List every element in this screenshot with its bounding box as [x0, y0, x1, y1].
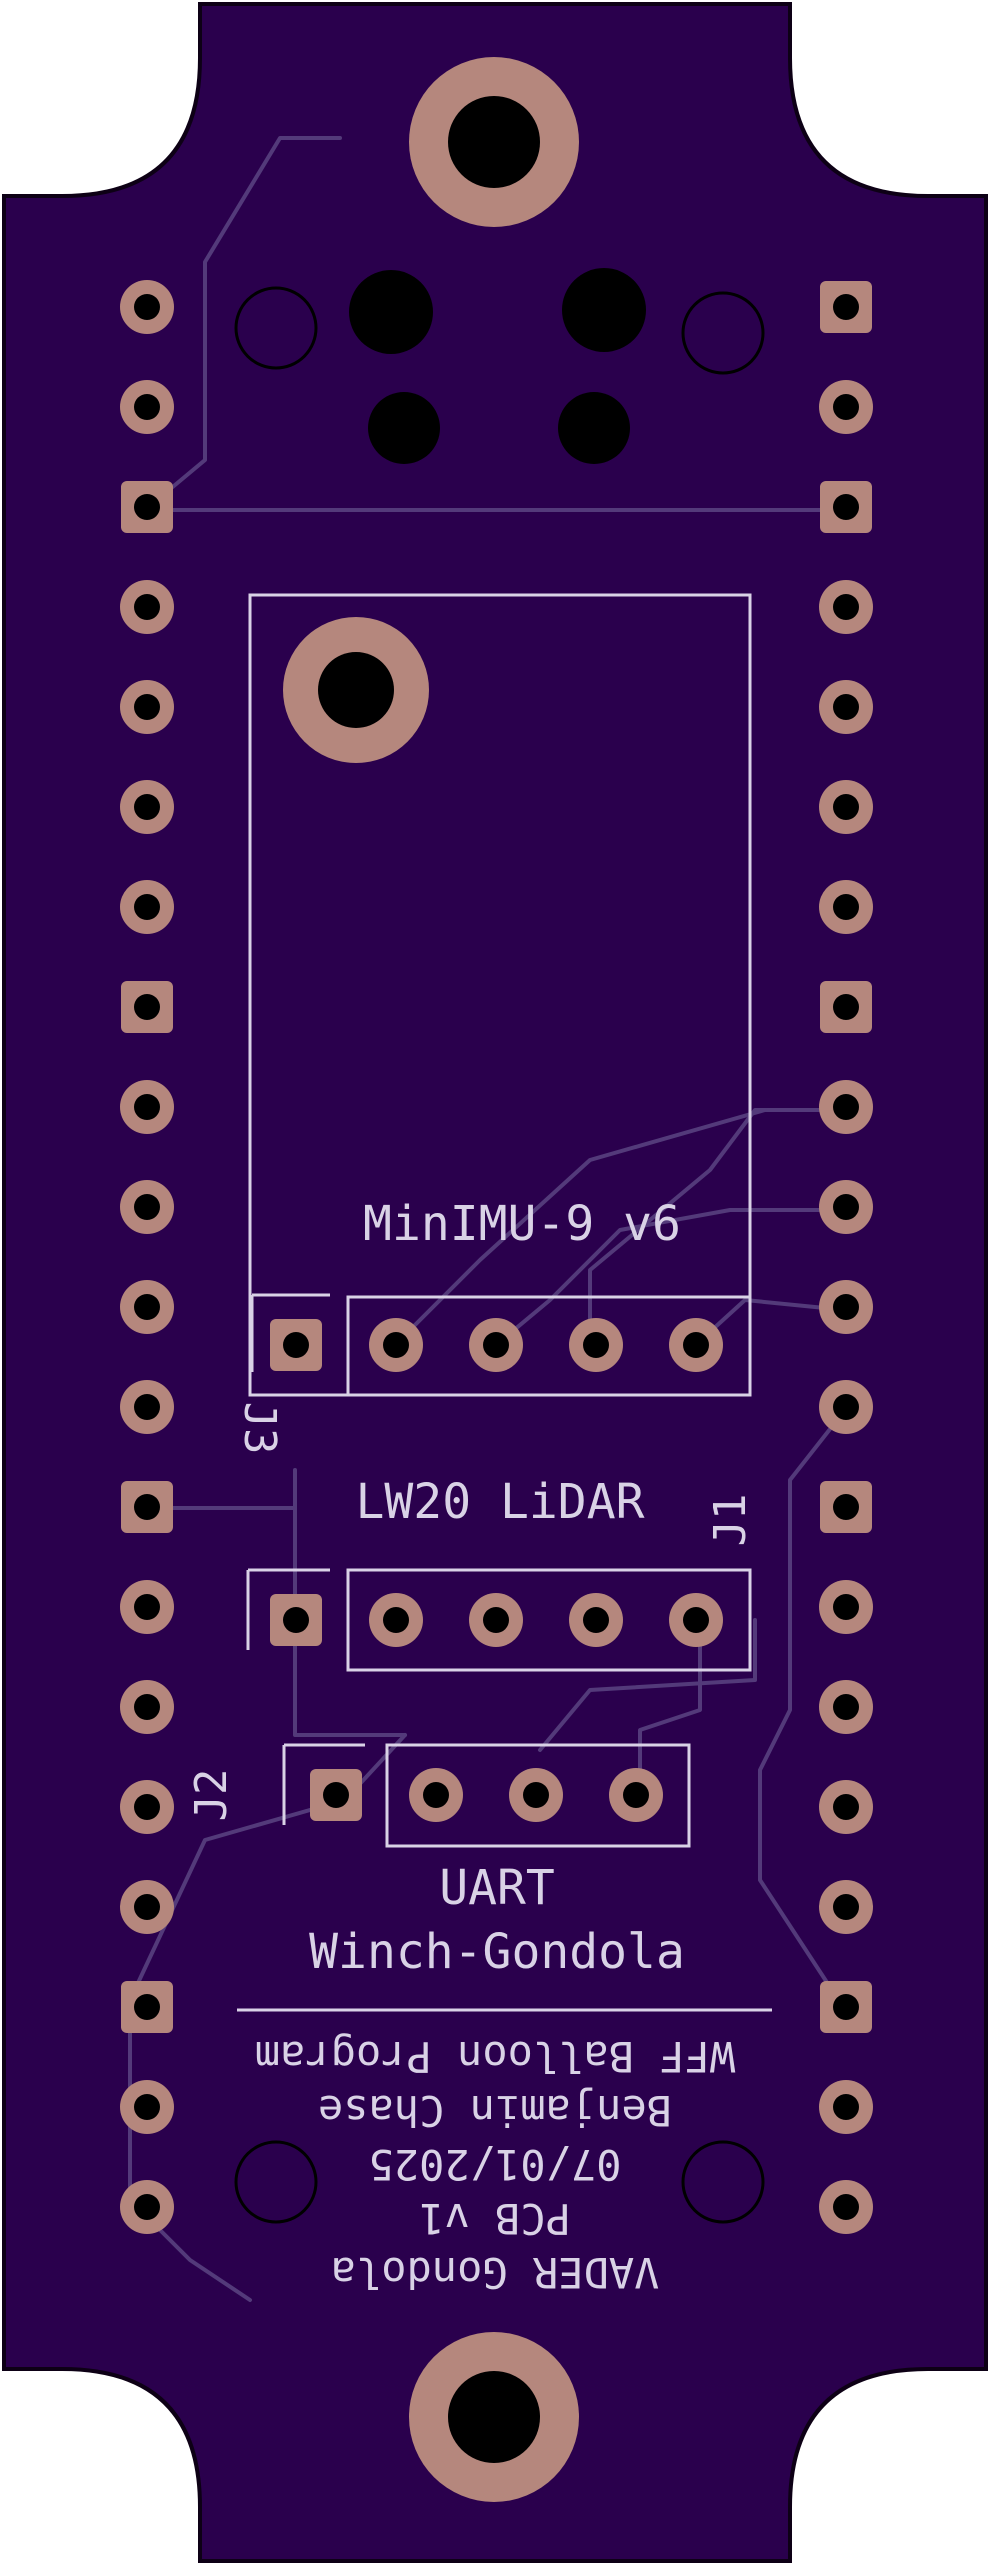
connector-holes-top [234, 268, 765, 464]
right-header-pin-19 [819, 2080, 873, 2134]
left-header-pin-8 [121, 981, 173, 1033]
mounting-hole-top [409, 57, 579, 227]
left-header-pin-16 [120, 1780, 174, 1834]
mounting-hole-bottom [409, 2332, 579, 2502]
right-header-pin-15 [819, 1680, 873, 1734]
left-header-pin-4 [120, 580, 174, 634]
right-header-pin-16 [819, 1780, 873, 1834]
j2-pin-4 [609, 1768, 663, 1822]
j1-pin-5 [669, 1593, 723, 1647]
lidar-label: LW20 LiDAR [356, 1474, 645, 1530]
j2-pin-1 [310, 1769, 362, 1821]
j3-pin-1 [270, 1319, 322, 1371]
j1-pin-3 [469, 1593, 523, 1647]
uart-label: UART [439, 1860, 555, 1916]
j1-pin-1 [270, 1594, 322, 1646]
right-header-pin-6 [819, 780, 873, 834]
right-header-pin-7 [819, 880, 873, 934]
j3-pin-2 [369, 1318, 423, 1372]
right-header-pin-8 [820, 981, 872, 1033]
right-header-pin-2 [819, 380, 873, 434]
imu-label: MinIMU-9 v6 [363, 1196, 681, 1252]
back-text-line-2: Benjamin Chase [318, 2086, 672, 2135]
left-header-pin-19 [120, 2080, 174, 2134]
j3-pin-4 [569, 1318, 623, 1372]
left-header-pin-6 [120, 780, 174, 834]
right-header-pin-4 [819, 580, 873, 634]
j1-header [246, 1568, 752, 1672]
j2-designator: J2 [186, 1769, 237, 1822]
left-header-pin-3 [121, 481, 173, 533]
back-text-line-4: PCB v1 [419, 2194, 571, 2243]
right-header-pin-13 [820, 1481, 872, 1533]
j2-header [282, 1743, 691, 1848]
back-text-line-3: 07/01/2025 [369, 2140, 622, 2189]
left-header-pin-15 [120, 1680, 174, 1734]
left-header-pin-9 [120, 1080, 174, 1134]
right-header-pin-17 [819, 1880, 873, 1934]
right-header-pin-3 [820, 481, 872, 533]
back-text-line-1: WFF Balloon Program [255, 2032, 735, 2081]
left-header-pin-2 [120, 380, 174, 434]
right-header-pin-20 [819, 2180, 873, 2234]
right-header-pin-11 [819, 1280, 873, 1334]
left-header-pin-18 [121, 1981, 173, 2033]
right-header-pin-1 [820, 281, 872, 333]
j2-pin-3 [509, 1768, 563, 1822]
right-header-pin-10 [819, 1180, 873, 1234]
right-header-pin-14 [819, 1580, 873, 1634]
left-header-pin-7 [120, 880, 174, 934]
right-header-pin-12 [819, 1380, 873, 1434]
back-text-line-5: VADER Gondola [331, 2248, 660, 2297]
right-header-pin-5 [819, 680, 873, 734]
j2-pin-2 [409, 1768, 463, 1822]
j3-pin-5 [669, 1318, 723, 1372]
j1-designator: J1 [705, 1494, 756, 1547]
right-header-pin-9 [819, 1080, 873, 1134]
left-header-pin-11 [120, 1280, 174, 1334]
left-header-pin-1 [120, 280, 174, 334]
right-header-pin-18 [820, 1981, 872, 2033]
mounting-hole-imu [283, 617, 429, 763]
left-header-pin-5 [120, 680, 174, 734]
winch-gondola-label: Winch-Gondola [309, 1924, 685, 1980]
left-header-pin-14 [120, 1580, 174, 1634]
back-silkscreen-text: WFF Balloon Program Benjamin Chase 07/01… [255, 2032, 735, 2297]
j3-designator: J3 [234, 1402, 285, 1455]
left-header-pin-12 [120, 1380, 174, 1434]
j1-pin-2 [369, 1593, 423, 1647]
j3-pin-3 [469, 1318, 523, 1372]
left-header-pin-20 [120, 2180, 174, 2234]
j1-pin-4 [569, 1593, 623, 1647]
left-header-pin-10 [120, 1180, 174, 1234]
connector-holes-bottom [234, 2140, 765, 2224]
left-header-pin-13 [121, 1481, 173, 1533]
left-header-pin-17 [120, 1880, 174, 1934]
j3-header [250, 1293, 752, 1397]
